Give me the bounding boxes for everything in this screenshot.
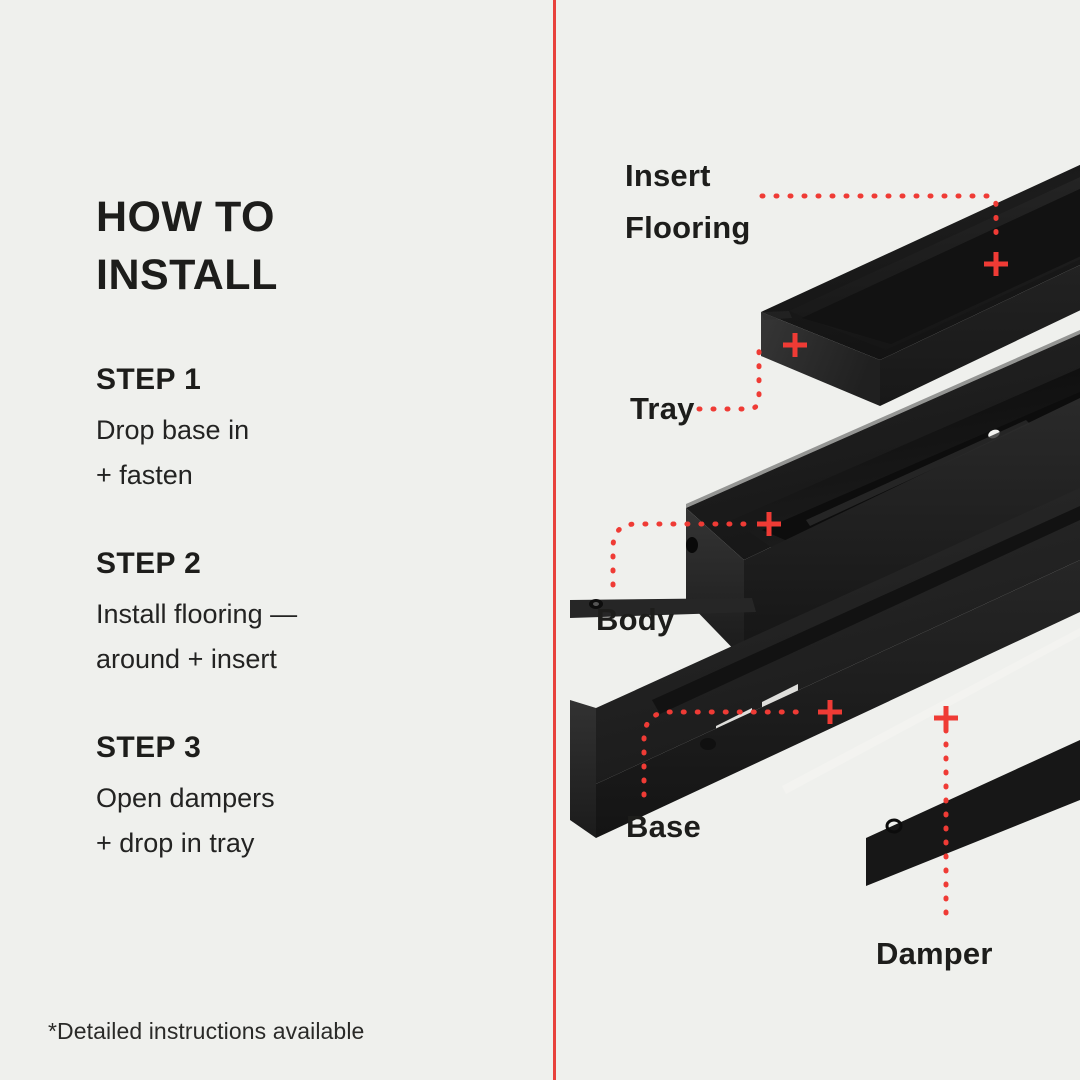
- step-title-2: STEP 2: [96, 547, 202, 580]
- step-item-2: STEP 2 Install flooring — around + inser…: [96, 544, 516, 682]
- steps-list: STEP 1 Drop base in + fasten STEP 2 Inst…: [96, 360, 516, 866]
- product-diagram-panel: Insert Flooring Tray Body Base Damper: [556, 0, 1080, 1080]
- callout-label-damper: Damper: [876, 936, 993, 971]
- vertical-divider: [553, 0, 556, 1080]
- step-body-1: Drop base in + fasten: [96, 415, 250, 490]
- step-body-2: Install flooring — around + insert: [96, 599, 298, 674]
- step-item-3: STEP 3 Open dampers + drop in tray: [96, 728, 516, 866]
- footnote-text: *Detailed instructions available: [48, 1018, 365, 1044]
- page-title: HOW TO INSTALL: [96, 193, 278, 299]
- callout-label-tray: Tray: [630, 391, 695, 426]
- callout-label-base: Base: [626, 809, 701, 844]
- callout-label-body: Body: [596, 602, 675, 637]
- part-tray: [761, 164, 1080, 406]
- step-item-1: STEP 1 Drop base in + fasten: [96, 360, 516, 498]
- step-title-1: STEP 1: [96, 363, 202, 396]
- step-title-3: STEP 3: [96, 731, 202, 764]
- instructions-panel: HOW TO INSTALL STEP 1 Drop base in + fas…: [48, 193, 516, 1044]
- step-body-3: Open dampers + drop in tray: [96, 783, 275, 858]
- callout-label-insert-flooring: Insert Flooring: [625, 158, 751, 245]
